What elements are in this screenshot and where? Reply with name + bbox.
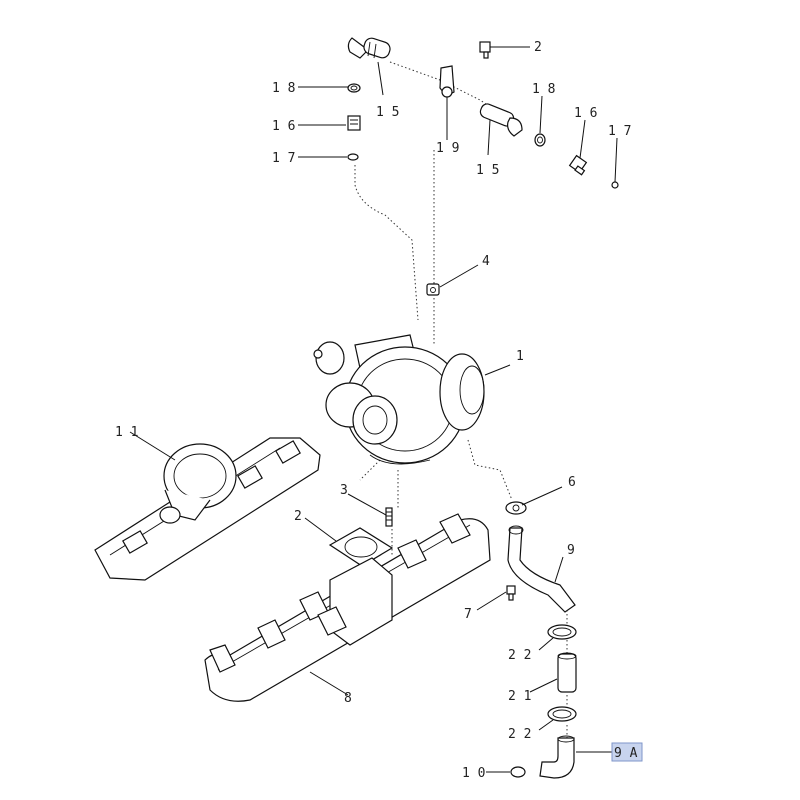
o-ring-part-17-right: [611, 181, 619, 189]
callout-6: 6: [568, 475, 576, 490]
o-ring-part-17-left: [347, 153, 359, 161]
drain-tube-part-9: [507, 525, 576, 613]
callout-17-left: 1 7: [272, 151, 295, 166]
gasket-part-2: [328, 527, 394, 567]
washer-part-18-left: [347, 83, 361, 93]
screw-part-7: [506, 585, 516, 601]
turbocharger-part-1: [313, 334, 485, 465]
callout-labels: 1 2 2 3 4 6 7 8 9 9 A 1 0 1 1 1 5 1 5 1 …: [115, 40, 638, 781]
hose-clamp-part-22-lower: [547, 706, 577, 722]
o-ring-part-10: [510, 766, 526, 778]
callout-2-top: 2: [534, 40, 542, 55]
leader-lines: [129, 46, 618, 773]
callout-9a: 9 A: [614, 746, 638, 761]
callout-8: 8: [344, 691, 352, 706]
callout-16-left: 1 6: [272, 119, 295, 134]
heat-shield-part-11: [94, 437, 321, 581]
callout-9: 9: [567, 543, 575, 558]
oil-feed-tube-part-15-lower: [479, 103, 523, 137]
hose-clamp-part-22-upper: [547, 624, 577, 640]
callout-21: 2 1: [508, 689, 531, 704]
callout-22-upper: 2 2: [508, 648, 531, 663]
gasket-part-6: [505, 501, 527, 515]
nut-part-4: [426, 283, 440, 296]
callout-7: 7: [464, 607, 472, 622]
callout-1: 1: [516, 349, 524, 364]
callout-16-right: 1 6: [574, 106, 597, 121]
washer-part-18-right: [534, 133, 546, 147]
exhaust-manifold-part-8: [204, 513, 491, 702]
elbow-part-9a: [539, 735, 575, 779]
callout-2-gasket: 2: [294, 509, 302, 524]
callout-10: 1 0: [462, 766, 485, 781]
clip-part-19: [439, 65, 455, 98]
callout-3: 3: [340, 483, 348, 498]
banjo-bolt-part-2-top: [479, 41, 491, 59]
callout-11: 1 1: [115, 425, 138, 440]
callout-17-right: 1 7: [608, 124, 631, 139]
callout-22-lower: 2 2: [508, 727, 531, 742]
stud-part-3: [385, 507, 393, 527]
assembly-lines: [354, 61, 568, 740]
callout-15-upper: 1 5: [376, 105, 399, 120]
oil-feed-tube-part-15-upper: [347, 37, 391, 59]
callout-19: 1 9: [436, 141, 459, 156]
fitting-part-16-left: [347, 115, 361, 131]
callout-18-left: 1 8: [272, 81, 295, 96]
highlight-box-9a: [611, 742, 643, 762]
hose-part-21: [557, 652, 577, 693]
sensor-fitting-part-16-right: [568, 154, 588, 176]
callout-18-right: 1 8: [532, 82, 555, 97]
callout-4: 4: [482, 254, 490, 269]
callout-15-lower: 1 5: [476, 163, 499, 178]
